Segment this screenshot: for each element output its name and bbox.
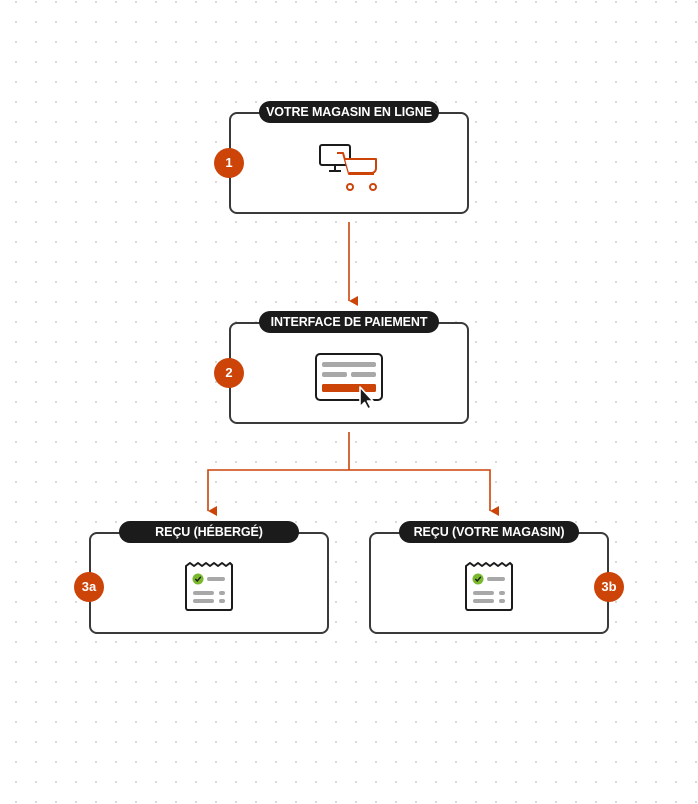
step-1-title: VOTRE MAGASIN EN LIGNE: [259, 101, 439, 123]
step-3b-badge: 3b: [594, 572, 624, 602]
step-1-badge: 1: [214, 148, 244, 178]
monitor-cart-icon: [319, 144, 377, 191]
step-3a-badge: 3a: [74, 572, 104, 602]
step-3a-title: REÇU (HÉBERGÉ): [119, 521, 299, 543]
step-2-title: INTERFACE DE PAIEMENT: [259, 311, 439, 333]
arrow-2-to-3b: [349, 469, 499, 516]
receipt-icon: [185, 562, 233, 611]
arrow-2-to-3a: [207, 469, 349, 516]
payment-form-icon: [315, 353, 383, 410]
step-2-badge: 2: [214, 358, 244, 388]
receipt-icon: [465, 562, 513, 611]
step-3b-title: REÇU (VOTRE MAGASIN): [399, 521, 579, 543]
